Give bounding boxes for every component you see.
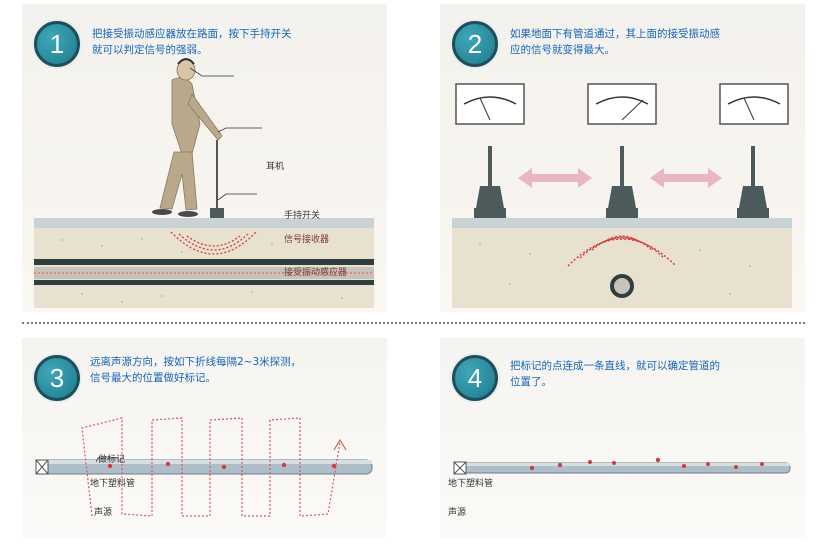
- step-1-illustration: [34, 58, 374, 308]
- step-1-badge: 1: [34, 21, 80, 67]
- step-2-text: 如果地面下有管道通过，其上面的接受振动感 应的信号就变得最大。: [510, 28, 720, 56]
- label-hand-switch: 手持开关: [284, 211, 321, 221]
- step-1-panel: 1 把接受振动感应器放在路面，按下手持开关 就可以判定信号的强弱。 耳机 手持开…: [22, 4, 387, 312]
- step-2-badge: 2: [452, 21, 498, 67]
- step-3-badge: 3: [34, 355, 80, 401]
- step-2-illustration: [452, 83, 792, 308]
- step-3-illustration: [35, 417, 373, 517]
- label-underground-pipe-3: 地下塑料管: [90, 479, 136, 489]
- step-3-panel: 3 远离声源方向，按如下折线每隔2~3米探测， 信号最大的位置做好标记。 做标记…: [22, 338, 387, 538]
- step-3-text: 远离声源方向，按如下折线每隔2~3米探测， 信号最大的位置做好标记。: [90, 356, 302, 384]
- label-earphone: 耳机: [266, 162, 285, 172]
- label-sound-source-3: 声源: [94, 508, 113, 518]
- label-signal-receiver: 信号接收器: [284, 235, 330, 245]
- label-sound-source-4: 声源: [448, 508, 467, 518]
- label-underground-pipe-4: 地下塑料管: [448, 479, 494, 489]
- label-mark: 做标记: [98, 455, 126, 465]
- step-4-text: 把标记的点连成一条直线，就可以确定管道的 位置了。: [510, 360, 720, 388]
- step-2-panel: 2 如果地面下有管道通过，其上面的接受振动感 应的信号就变得最大。: [440, 4, 805, 312]
- section-divider: [22, 322, 805, 324]
- label-vibration-sensor: 接受振动感应器: [284, 268, 348, 278]
- step-4-badge: 4: [452, 355, 498, 401]
- step-4-illustration: [453, 457, 791, 475]
- step-1-text: 把接受振动感应器放在路面，按下手持开关 就可以判定信号的强弱。: [92, 28, 292, 56]
- meter-left: [455, 83, 525, 125]
- meter-right: [719, 83, 789, 125]
- step-4-panel: 4 把标记的点连成一条直线，就可以确定管道的 位置了。 地下塑料管 声源: [440, 338, 805, 538]
- meter-center: [587, 83, 657, 125]
